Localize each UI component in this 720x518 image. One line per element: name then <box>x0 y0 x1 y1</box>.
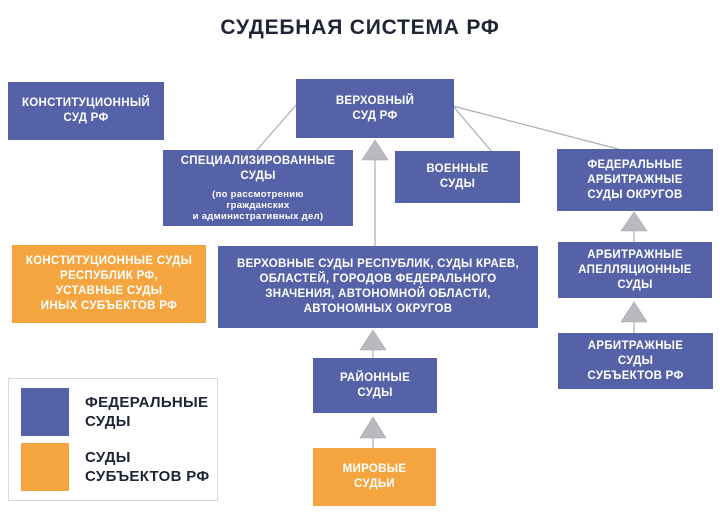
box-label-line: ЗНАЧЕНИЯ, АВТОНОМНОЙ ОБЛАСТИ, <box>265 288 491 300</box>
box-label-line: ВЕРХОВНЫЙ <box>335 94 415 107</box>
box-district-courts: РАЙОННЫЕ СУДЫ <box>313 358 437 413</box>
box-constitutional-charter-courts-of-subjects: КОНСТИТУЦИОННЫЕ СУДЫ РЕСПУБЛИК РФ, УСТАВ… <box>12 245 206 323</box>
legend-swatch-subject <box>21 443 69 491</box>
edge-supreme-specialized <box>255 103 298 152</box>
box-label-line: СУД РФ <box>352 109 398 122</box>
box-label-line: АРБИТРАЖНЫЕ <box>587 173 683 186</box>
page-title: СУДЕБНАЯ СИСТЕМА РФ <box>220 16 500 39</box>
box-label-line: СУДЫ <box>240 170 276 182</box>
box-label-line: МИРОВЫЕ <box>342 463 407 475</box>
edge-supreme-fedarb <box>452 105 623 151</box>
box-specialized-courts: СПЕЦИАЛИЗИРОВАННЫЕ СУДЫ (по рассмотрению… <box>163 150 353 226</box>
legend-label: ФЕДЕРАЛЬНЫЕ СУДЫ <box>85 393 208 431</box>
box-supreme-court: ВЕРХОВНЫЙ СУД РФ <box>296 79 454 138</box>
box-sublabel-line: и административных дел) <box>192 211 324 222</box>
box-arbitration-courts-of-subjects: АРБИТРАЖНЫЕ СУДЫ СУБЪЕКТОВ РФ <box>558 333 713 389</box>
box-label-line: АРБИТРАЖНЫЕ <box>587 339 684 352</box>
arrow-up-icon <box>359 416 387 439</box>
arrow-up-icon <box>620 301 648 323</box>
legend-label-line: ФЕДЕРАЛЬНЫЕ <box>85 394 209 411</box>
box-label-line: СУДЫ <box>617 278 653 291</box>
box-constitutional-court: КОНСТИТУЦИОННЫЙ СУД РФ <box>8 82 164 140</box>
box-label-line: СУДЫ <box>439 178 476 190</box>
legend-swatch-federal <box>21 388 69 436</box>
box-federal-arbitration-district-courts: ФЕДЕРАЛЬНЫЕ АРБИТРАЖНЫЕ СУДЫ ОКРУГОВ <box>557 149 713 211</box>
box-label-line: КОНСТИТУЦИОННЫЕ СУДЫ <box>25 255 193 267</box>
legend-label: СУДЫ СУБЪЕКТОВ РФ <box>85 448 209 486</box>
box-label-line: СУД РФ <box>63 112 109 124</box>
box-label-line: АВТОНОМНЫХ ОКРУГОВ <box>303 303 453 315</box>
box-label-line: СУДЫ <box>617 354 654 367</box>
edge-supreme-military <box>452 105 493 153</box>
box-magistrate-judges: МИРОВЫЕ СУДЬИ <box>313 448 436 506</box>
box-label-line: ВЕРХОВНЫЕ СУДЫ РЕСПУБЛИК, СУДЫ КРАЕВ, <box>236 258 520 270</box>
box-label-line: СУБЪЕКТОВ РФ <box>587 369 684 382</box>
arrowheads <box>359 139 648 439</box>
legend-item-subject: СУДЫ СУБЪЕКТОВ РФ <box>21 443 209 491</box>
box-label-line: РЕСПУБЛИК РФ, <box>59 270 159 282</box>
box-label-line: ВОЕННЫЕ <box>426 163 489 175</box>
arrow-up-icon <box>620 211 648 232</box>
arrow-up-icon <box>359 329 387 351</box>
box-label-line: СУДЫ <box>357 386 393 399</box>
box-label-line: ФЕДЕРАЛЬНЫЕ <box>587 158 683 171</box>
arrow-up-icon <box>361 139 389 161</box>
legend-item-federal: ФЕДЕРАЛЬНЫЕ СУДЫ <box>21 388 208 436</box>
box-label-line: СУДЫ ОКРУГОВ <box>587 188 683 201</box>
diagram-edges <box>255 103 635 449</box>
box-label-line: РАЙОННЫЕ <box>339 371 411 384</box>
legend-label-line: СУДЫ <box>85 413 131 430</box>
box-label-line: АРБИТРАЖНЫЕ <box>587 248 683 261</box>
box-sublabel: (по рассмотрению гражданских и администр… <box>193 189 324 222</box>
box-label-line: ИНЫХ СУБЪЕКТОВ РФ <box>40 300 178 312</box>
legend: ФЕДЕРАЛЬНЫЕ СУДЫ СУДЫ СУБЪЕКТОВ РФ <box>8 378 218 501</box>
box-label-line: СУДЬИ <box>354 478 395 490</box>
legend-label-line: СУДЫ <box>85 449 131 466</box>
box-label-line: ОБЛАСТЕЙ, ГОРОДОВ ФЕДЕРАЛЬНОГО <box>259 273 497 285</box>
box-label-line: СПЕЦИАЛИЗИРОВАННЫЕ <box>180 155 336 167</box>
box-arbitration-appellate-courts: АРБИТРАЖНЫЕ АПЕЛЛЯЦИОННЫЕ СУДЫ <box>558 242 712 298</box>
box-sublabel-line: (по рассмотрению <box>212 189 304 200</box>
box-label-line: АПЕЛЛЯЦИОННЫЕ <box>578 263 692 276</box>
legend-label-line: СУБЪЕКТОВ РФ <box>85 468 210 485</box>
box-label-line: УСТАВНЫЕ СУДЫ <box>55 285 163 297</box>
box-military-courts: ВОЕННЫЕ СУДЫ <box>395 151 520 203</box>
box-sublabel-line: гражданских <box>226 200 290 211</box>
box-supreme-courts-of-regions: ВЕРХОВНЫЕ СУДЫ РЕСПУБЛИК, СУДЫ КРАЕВ, ОБ… <box>218 246 538 328</box>
box-label-line: КОНСТИТУЦИОННЫЙ <box>21 97 150 109</box>
